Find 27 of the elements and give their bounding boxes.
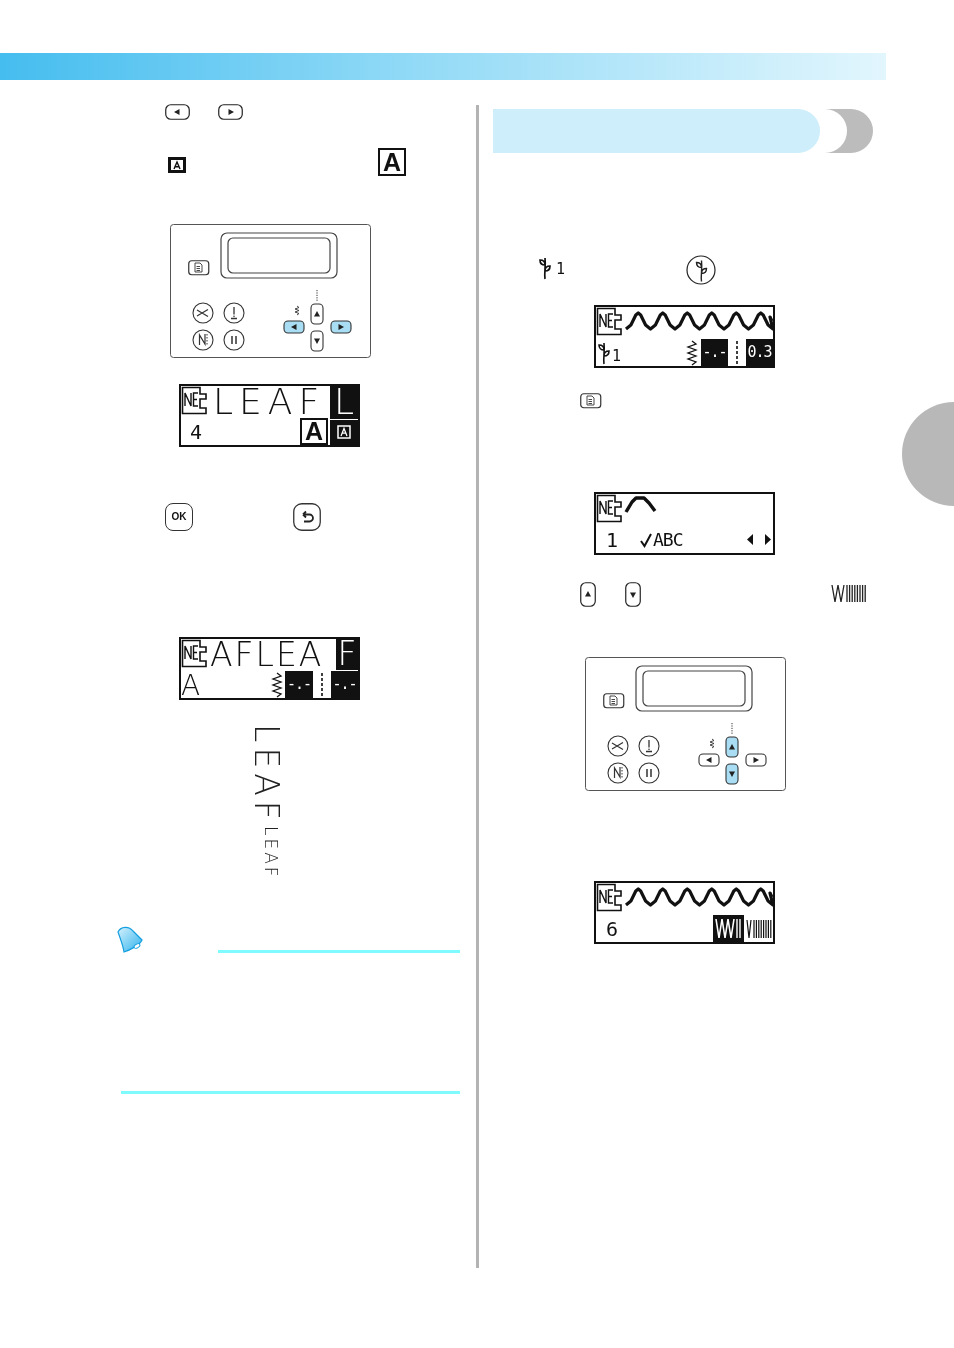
- display-number: 4: [190, 422, 203, 442]
- setting-value: -.-: [285, 671, 313, 698]
- lcd-screen: [594, 492, 775, 555]
- display-text: LEAF: [213, 384, 326, 420]
- lcd-screen: [594, 305, 775, 368]
- highlighted-character: L: [330, 384, 358, 419]
- setting-value: 0.3: [746, 339, 773, 366]
- font-sample-letter: A: [378, 148, 406, 176]
- selected-font-letter: A: [300, 418, 328, 445]
- section-heading-band: [493, 109, 873, 153]
- lcd-screen: [179, 637, 360, 700]
- chapter-tab: [902, 402, 954, 506]
- rotated-sample-text: LEAF: [250, 724, 283, 825]
- display-text: AFLEA: [210, 638, 324, 671]
- setting-value: -.-: [701, 339, 728, 366]
- display-text: ABC: [653, 531, 683, 549]
- setting-value: -.-: [331, 671, 358, 698]
- lcd-screen: [594, 881, 775, 944]
- ok-button: OK: [165, 503, 193, 531]
- display-number: 1: [606, 530, 619, 550]
- display-number: 1: [612, 349, 622, 364]
- lcd-screen: [179, 384, 360, 447]
- rotated-sample-text: LEAF: [262, 826, 279, 880]
- highlighted-character: F: [336, 637, 358, 670]
- display-number: 6: [606, 919, 619, 939]
- display-text: A: [181, 672, 201, 700]
- pattern-number: 1: [556, 262, 566, 277]
